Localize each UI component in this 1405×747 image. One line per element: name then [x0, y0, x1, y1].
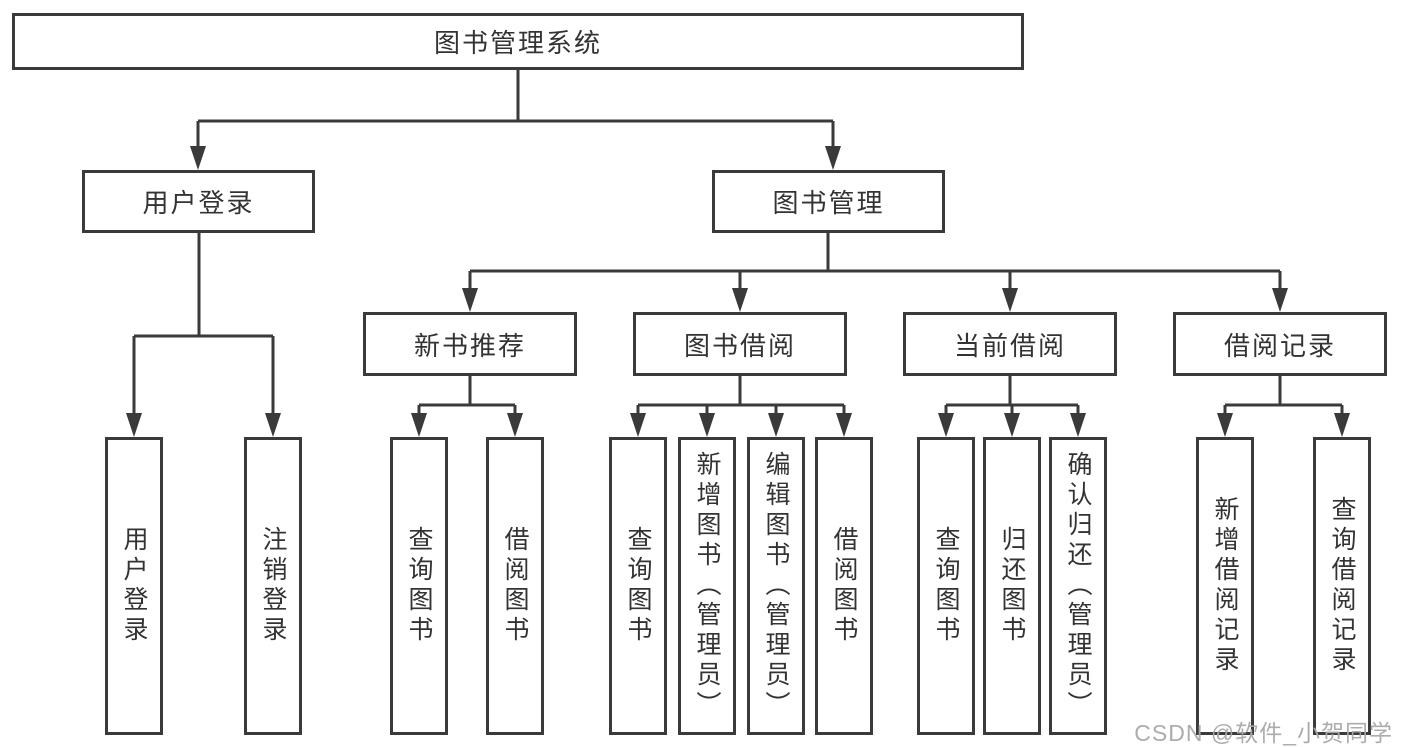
node-user-login: 用户登录 [82, 170, 315, 233]
leaf-query-books: 查询图书 [609, 437, 667, 735]
node-new-book-recommendation: 新书推荐 [363, 312, 577, 376]
leaf-query-borrow-record: 查询借阅记录 [1313, 437, 1371, 735]
arrow-down-icon [1070, 413, 1086, 437]
arrow-down-icon [462, 288, 478, 312]
arrow-down-icon [190, 146, 206, 170]
leaf-logout: 注销登录 [244, 437, 302, 735]
connector-current-borrow-children [944, 376, 1080, 419]
leaf-add-books-admin: 新增图书（管理员） [678, 437, 736, 735]
arrow-down-icon [836, 413, 852, 437]
arrow-down-icon [1004, 413, 1020, 437]
leaf-user-login: 用户登录 [105, 437, 163, 735]
leaf-borrow-books: 借阅图书 [486, 437, 544, 735]
arrow-down-icon [1002, 288, 1018, 312]
leaf-add-borrow-record: 新增借阅记录 [1196, 437, 1254, 735]
leaf-query-books: 查询图书 [390, 437, 448, 735]
leaf-confirm-return-admin: 确认归还（管理员） [1049, 437, 1107, 735]
arrow-down-icon [126, 413, 142, 437]
arrow-down-icon [630, 413, 646, 437]
arrow-down-icon [507, 413, 523, 437]
node-borrowing-records: 借阅记录 [1173, 312, 1387, 376]
connector-root-children [196, 70, 835, 152]
arrow-down-icon [265, 413, 281, 437]
csdn-watermark: CSDN @软件_小贺同学 [1134, 720, 1393, 746]
node-book-borrowing: 图书借阅 [633, 312, 847, 376]
leaf-edit-books-admin: 编辑图书（管理员） [747, 437, 805, 735]
node-book-management: 图书管理 [712, 170, 945, 233]
connector-borrow-records-children [1223, 376, 1344, 419]
arrow-down-icon [732, 288, 748, 312]
arrow-down-icon [1334, 413, 1350, 437]
arrow-down-icon [411, 413, 427, 437]
connector-new-book-rec-children [417, 376, 517, 419]
arrow-down-icon [1272, 288, 1288, 312]
leaf-borrow-books: 借阅图书 [815, 437, 873, 735]
leaf-return-books: 归还图书 [983, 437, 1041, 735]
leaf-query-books: 查询图书 [917, 437, 975, 735]
arrow-down-icon [938, 413, 954, 437]
connector-book-borrow-children [636, 376, 846, 419]
node-root: 图书管理系统 [12, 13, 1024, 70]
arrow-down-icon [825, 146, 841, 170]
connector-user-login-children [132, 233, 275, 419]
connector-book-management-children [468, 233, 1282, 294]
node-current-borrowing: 当前借阅 [903, 312, 1117, 376]
arrow-down-icon [699, 413, 715, 437]
arrow-down-icon [1217, 413, 1233, 437]
arrow-down-icon [768, 413, 784, 437]
